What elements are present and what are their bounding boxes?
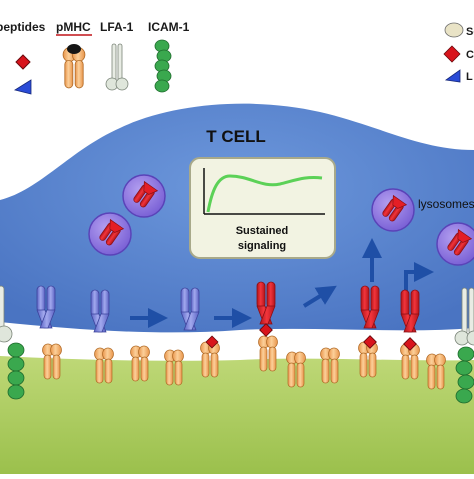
flow-arrows xyxy=(130,238,434,328)
vesicle-2 xyxy=(88,212,132,256)
peptide-triangle-icon xyxy=(13,79,32,95)
legend-right-diamond-icon xyxy=(443,45,461,63)
legend-pmhc-label: pMHC xyxy=(56,20,91,34)
vesicle-1 xyxy=(122,174,166,218)
vesicle-4 xyxy=(436,222,474,266)
legend-right-label-1: Se xyxy=(466,26,474,38)
legend-lfa1-icon xyxy=(105,43,129,91)
signaling-curve xyxy=(206,174,323,213)
legend-pmhc-icon xyxy=(62,44,86,89)
legend-icam1-icon xyxy=(154,39,172,93)
signaling-inset: Sustained signaling xyxy=(189,157,336,259)
right-adhesion-pair xyxy=(454,287,474,404)
arrow-3 xyxy=(302,285,337,308)
legend-lfa1-label: LFA-1 xyxy=(100,20,134,34)
legend-right-triangle-icon xyxy=(444,69,461,83)
inset-caption-line2: signaling xyxy=(238,240,286,252)
legend-right-ellipse-icon xyxy=(444,22,464,38)
legend-peptides-label: peptides xyxy=(0,20,46,34)
vesicle-3 xyxy=(371,188,415,232)
peptide-diamond-icon xyxy=(15,54,31,70)
lysosomes-label: lysosomes xyxy=(418,197,474,211)
arrow-5 xyxy=(404,262,434,292)
antigen-presenting-cell xyxy=(0,338,474,474)
t-cell-title: T CELL xyxy=(206,127,266,146)
synaptic-cleft xyxy=(0,322,474,361)
legend-right-label-3: L xyxy=(466,71,473,83)
legend-icam1-label: ICAM-1 xyxy=(148,20,190,34)
inset-caption-line1: Sustained xyxy=(236,225,289,237)
legend-right-label-2: C xyxy=(466,49,474,61)
left-adhesion-pair xyxy=(0,285,25,400)
